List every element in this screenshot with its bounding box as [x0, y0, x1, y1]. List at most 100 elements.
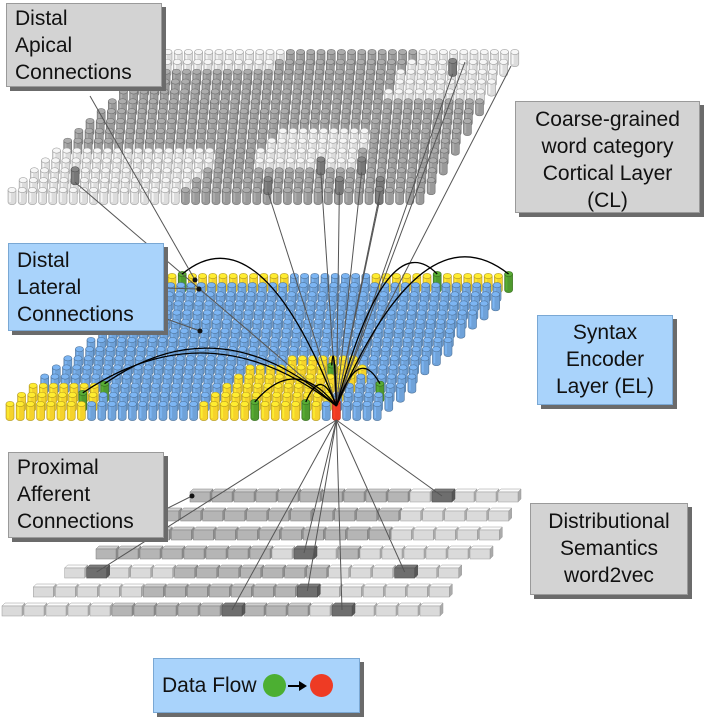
lateral-connection-arc — [335, 262, 438, 407]
w2v-cell — [196, 564, 221, 579]
apical-connection-line — [335, 73, 454, 407]
w2v-cell — [353, 602, 378, 617]
el-cell — [97, 401, 107, 421]
w2v-cell — [375, 602, 400, 617]
w2v-cell — [133, 602, 158, 617]
lateral-pointer-2 — [163, 317, 201, 332]
w2v-cell — [400, 507, 425, 522]
w2v-cell — [337, 545, 362, 560]
w2v-cell — [258, 526, 283, 541]
cl-cell — [68, 187, 78, 205]
w2v-cell — [236, 526, 261, 541]
cl-cell — [48, 187, 58, 205]
w2v-cell — [108, 564, 133, 579]
w2v-cell — [428, 583, 453, 598]
cl-cell — [109, 187, 119, 205]
el-cell — [420, 355, 430, 376]
cl-cell — [293, 187, 302, 205]
cl-cell — [160, 187, 170, 205]
el-cell — [36, 401, 45, 421]
cl-cell — [38, 187, 47, 205]
el-cell — [291, 401, 300, 421]
w2v-cell — [488, 507, 513, 522]
w2v-cell — [290, 507, 315, 522]
w2v-cell — [199, 602, 224, 617]
cl-cell — [130, 187, 139, 205]
cl-active-cell — [263, 176, 273, 196]
cl-active-cell — [335, 176, 344, 196]
lateral-line-3: Connections — [17, 303, 134, 326]
data-flow-label: Data Flow — [162, 674, 257, 697]
w2v-cell — [362, 583, 387, 598]
el-cell — [158, 401, 168, 421]
w2v-cell — [202, 507, 227, 522]
apical-pointer-dot — [192, 277, 198, 283]
w2v-cell — [1, 602, 26, 617]
w2v-cell — [403, 545, 428, 560]
cl-cell — [313, 187, 323, 205]
distributional-semantics-label: Distributional Semantics word2vec — [530, 503, 688, 595]
w2v-cell — [328, 564, 353, 579]
apical-connection-line — [335, 65, 512, 407]
apical-connection-line — [335, 61, 466, 407]
el-cell — [432, 346, 441, 367]
el-cell — [270, 401, 280, 421]
w2v-cell — [45, 602, 70, 617]
w2v-cell — [475, 488, 500, 503]
lateral-connection-arc — [335, 256, 510, 407]
el-cell — [362, 401, 372, 421]
proximal-connection-line — [335, 419, 406, 573]
w2v-cell — [89, 602, 114, 617]
lateral-pointer-2-dot — [197, 328, 203, 334]
el-cell — [148, 401, 158, 421]
cl-cell — [7, 187, 17, 205]
w2v-cell — [76, 583, 101, 598]
el-cell — [321, 401, 331, 421]
ds-line-2: Semantics — [559, 537, 659, 560]
w2v-cell — [161, 545, 186, 560]
w2v-cell — [208, 583, 233, 598]
el-cell — [230, 401, 239, 421]
cl-cell — [99, 187, 109, 205]
w2v-cell — [98, 583, 123, 598]
proximal-connection-line — [231, 419, 337, 611]
cl-cell — [17, 187, 27, 205]
el-cell — [138, 401, 147, 421]
el-source-cell — [301, 399, 311, 421]
w2v-cell — [309, 602, 334, 617]
w2v-cell — [268, 507, 293, 522]
w2v-cell — [139, 545, 164, 560]
data-flow-legend: Data Flow — [153, 658, 360, 713]
el-cell — [396, 382, 405, 403]
w2v-cell — [67, 602, 92, 617]
w2v-cell — [453, 488, 478, 503]
proximal-pointer — [163, 495, 193, 511]
el-line-2: Encoder — [565, 348, 645, 371]
cl-active-cell — [448, 57, 457, 77]
w2v-cell — [390, 526, 415, 541]
cl-cell — [510, 49, 520, 67]
apical-pointer — [89, 95, 196, 281]
apical-connection-line — [74, 181, 337, 407]
w2v-active-cell — [221, 602, 246, 617]
el-cell — [189, 401, 198, 421]
proximal-connection-line — [335, 419, 343, 611]
lateral-line-2: Lateral — [17, 276, 82, 299]
w2v-cell — [205, 545, 230, 560]
w2v-cell — [120, 583, 145, 598]
w2v-cell — [372, 564, 397, 579]
el-cell — [342, 401, 351, 421]
cl-cell — [170, 187, 180, 205]
w2v-cell — [343, 488, 368, 503]
el-cell — [281, 401, 290, 421]
w2v-cell — [130, 564, 155, 579]
cl-cell — [201, 187, 211, 205]
proximal-line-2: Afferent — [17, 483, 91, 506]
el-cell — [260, 401, 270, 421]
w2v-cell — [174, 564, 199, 579]
w2v-cell — [265, 602, 290, 617]
w2v-cell — [409, 488, 434, 503]
w2v-cell — [218, 564, 243, 579]
w2v-cell — [365, 488, 390, 503]
